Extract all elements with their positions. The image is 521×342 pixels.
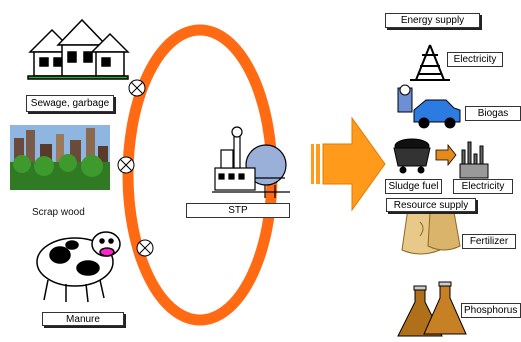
sewage-garbage-label: Sewage, garbage	[26, 95, 114, 112]
treatment-plant-icon	[212, 126, 290, 198]
factory-icon	[459, 141, 489, 179]
resource-supply-text: Resource supply	[393, 199, 469, 211]
electricity-label-2: Electricity	[453, 179, 513, 194]
electricity-label-1: Electricity	[447, 52, 503, 67]
biogas-text: Biogas	[477, 108, 509, 119]
valve-icon-1	[128, 79, 146, 97]
phosphorus-label: Phosphorus	[461, 303, 521, 318]
sludge-fuel-text: Sludge fuel	[388, 181, 439, 192]
phosphorus-text: Phosphorus	[464, 305, 518, 316]
small-arrow-icon	[435, 143, 457, 167]
scrap-wood-label: Scrap wood	[32, 208, 85, 218]
electricity-text-1: Electricity	[453, 54, 497, 65]
resource-supply-label: Resource supply	[386, 198, 476, 212]
fertilizer-text: Fertilizer	[469, 236, 509, 247]
manure-text: Manure	[66, 313, 100, 325]
cow-icon	[36, 231, 121, 303]
energy-supply-label: Energy supply	[385, 13, 480, 28]
sludge-fuel-label: Sludge fuel	[385, 179, 442, 194]
stp-label: STP	[186, 203, 290, 218]
manure-label: Manure	[42, 312, 124, 326]
flasks-icon	[397, 281, 467, 337]
valve-icon-3	[136, 239, 154, 257]
car-icon	[397, 84, 461, 129]
city-forest-image	[10, 125, 110, 190]
sewage-garbage-text: Sewage, garbage	[30, 98, 110, 109]
stp-text: STP	[228, 205, 248, 216]
power-tower-icon	[410, 44, 450, 81]
fertilizer-label: Fertilizer	[462, 234, 516, 249]
electricity-text-2: Electricity	[461, 181, 505, 192]
output-arrow	[311, 116, 386, 212]
fertilizer-bags-icon	[401, 202, 461, 255]
valve-icon-2	[117, 156, 135, 174]
coal-cart-icon	[393, 138, 431, 174]
energy-supply-text: Energy supply	[400, 15, 465, 26]
biogas-label: Biogas	[465, 106, 521, 121]
houses-icon	[27, 18, 130, 80]
scrap-wood-text: Scrap wood	[32, 207, 85, 218]
